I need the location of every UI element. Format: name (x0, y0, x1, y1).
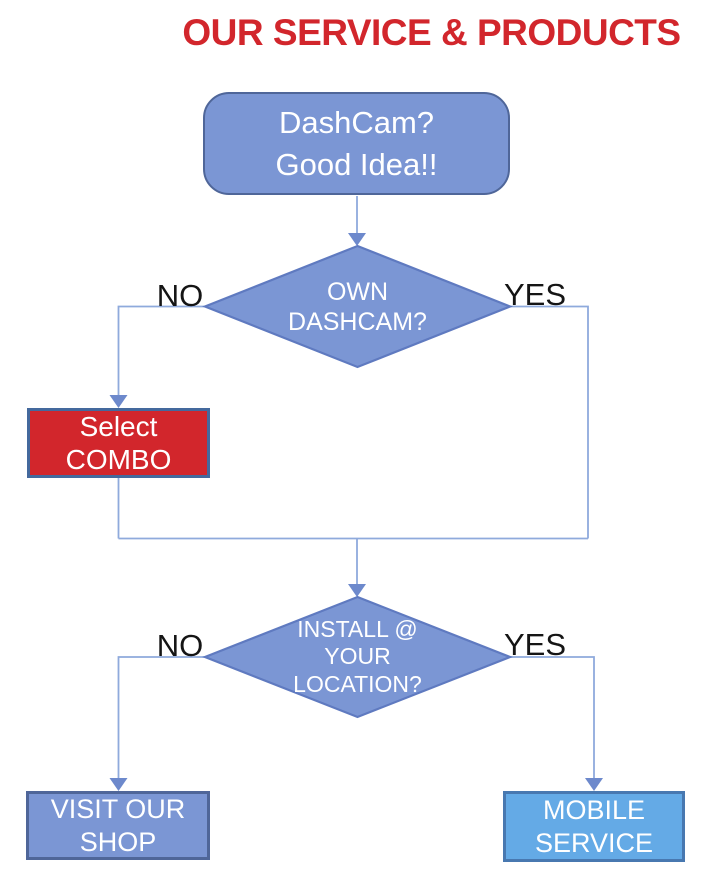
decision1-text: OWN DASHCAM? (288, 277, 427, 336)
arrowhead-into-decision2-icon (348, 584, 366, 597)
decision2-yes-branch-label: YES (503, 627, 567, 662)
page-title: OUR SERVICE & PRODUCTS (182, 12, 681, 53)
decision1-no-branch-label: NO (156, 278, 204, 313)
connector-decision2-no (117, 656, 205, 779)
decision1-yes-branch-label: YES (503, 277, 567, 312)
arrowhead-into-decision1-icon (348, 233, 366, 246)
start-node: DashCam? Good Idea!! (203, 92, 510, 195)
mobile-service-node: MOBILE SERVICE (503, 791, 685, 862)
decision2-no-branch-label: NO (156, 628, 204, 663)
decision2-text: INSTALL @ YOUR LOCATION? (293, 616, 422, 697)
connector-decision1-yes (510, 305, 589, 539)
arrowhead-into-combo-icon (109, 395, 128, 408)
arrowhead-into-shop-icon (109, 778, 128, 791)
connector-decision2-yes (510, 656, 595, 779)
connector-decision1-no (117, 305, 205, 396)
select-combo-node: Select COMBO (27, 408, 210, 478)
arrowhead-into-mobile-icon (585, 778, 603, 791)
visit-shop-node: VISIT OUR SHOP (26, 791, 210, 860)
